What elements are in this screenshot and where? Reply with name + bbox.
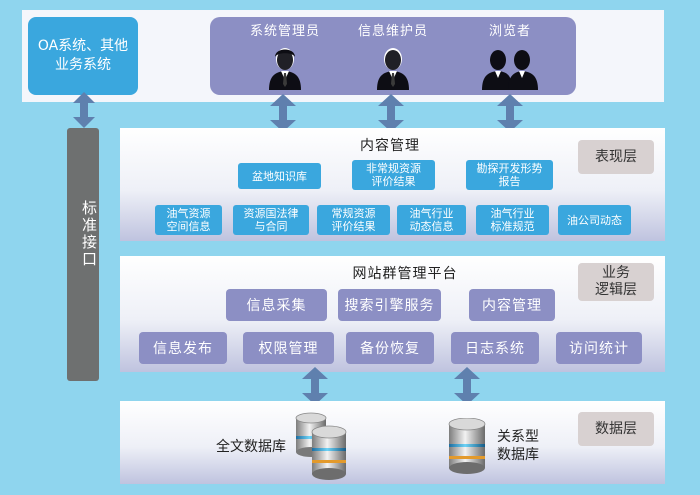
arrow-external-interface (73, 92, 95, 128)
permission-management-box[interactable]: 权限管理 (243, 332, 334, 364)
law-contract-box[interactable]: 资源国法律 与合同 (233, 205, 309, 235)
presentation-layer-tag: 表现层 (578, 140, 654, 174)
search-engine-box[interactable]: 搜索引擎服务 (338, 289, 441, 321)
external-system-box[interactable]: OA系统、其他 业务系统 (28, 17, 138, 95)
role-label-maintainer: 信息维护员 (357, 24, 428, 39)
info-publish-box[interactable]: 信息发布 (139, 332, 227, 364)
standard-interface-label: 标准接口 (80, 200, 98, 268)
viewer-users-icon (482, 50, 538, 90)
role-label-viewer: 浏览者 (488, 24, 531, 39)
standard-interface-bar[interactable] (67, 128, 99, 381)
arrow-logic-relational-db (454, 367, 480, 405)
arrow-logic-fulltext-db (302, 367, 328, 405)
backup-restore-box[interactable]: 备份恢复 (346, 332, 434, 364)
arrow-admin-presentation (270, 94, 296, 132)
arrow-viewer-presentation (497, 94, 523, 132)
conventional-resources-box[interactable]: 常规资源 评价结果 (317, 205, 390, 235)
access-statistics-box[interactable]: 访问统计 (556, 332, 642, 364)
fulltext-database-label: 全文数据库 (216, 439, 286, 455)
logic-layer-tag: 业务 逻辑层 (578, 263, 654, 301)
arrow-maintainer-presentation (378, 94, 404, 132)
admin-user-icon (269, 48, 301, 90)
logic-title: 网站群管理平台 (352, 266, 458, 282)
exploration-report-box[interactable]: 勘探开发形势 报告 (466, 160, 553, 190)
spatial-info-box[interactable]: 油气资源 空间信息 (155, 205, 222, 235)
role-label-admin: 系统管理员 (249, 24, 320, 39)
basin-knowledge-box[interactable]: 盆地知识库 (238, 163, 321, 189)
relational-database-icon (448, 418, 486, 474)
maintainer-user-icon (377, 48, 409, 90)
unconventional-resources-box[interactable]: 非常规资源 评价结果 (352, 160, 435, 190)
oil-company-news-box[interactable]: 油公司动态 (558, 205, 631, 235)
info-collection-box[interactable]: 信息采集 (226, 289, 327, 321)
fulltext-database-icon (295, 412, 347, 480)
relational-database-label: 关系型 数据库 (497, 429, 539, 463)
data-layer-panel (120, 401, 665, 484)
industry-standards-box[interactable]: 油气行业 标准规范 (476, 205, 549, 235)
industry-news-box[interactable]: 油气行业 动态信息 (397, 205, 466, 235)
data-layer-tag: 数据层 (578, 412, 654, 446)
presentation-title: 内容管理 (360, 138, 420, 154)
log-system-box[interactable]: 日志系统 (451, 332, 539, 364)
content-management-box[interactable]: 内容管理 (469, 289, 555, 321)
